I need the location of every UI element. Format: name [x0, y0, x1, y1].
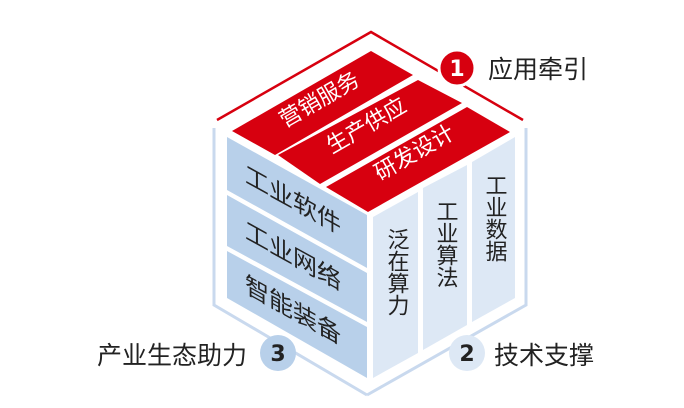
top-strip-3: [326, 107, 510, 212]
top-strip-2: [278, 80, 462, 184]
technology-item-1: 泛在算力: [384, 228, 410, 316]
right-column-2: [423, 165, 467, 350]
top-strip-1: [232, 51, 413, 155]
technology-badge: 2: [449, 335, 485, 371]
left-strip-1: [227, 137, 367, 268]
ecosystem-badge: 3: [260, 335, 296, 371]
ecosystem-number: 3: [270, 342, 285, 367]
cube-outline-left: [212, 128, 368, 397]
technology-number: 2: [459, 342, 474, 367]
cube-outline-right: [366, 128, 528, 397]
application-number: 1: [449, 57, 464, 82]
left-strip-2: [227, 195, 367, 322]
left-strip-3: [227, 251, 367, 378]
technology-item-2: 工业算法: [433, 200, 459, 288]
cube-outline-top: [216, 30, 524, 122]
technology-label: 技术支撑: [494, 341, 594, 370]
ecosystem-label: 产业生态助力: [97, 341, 247, 370]
right-column-3: [472, 137, 515, 322]
technology-item-3: 工业数据: [482, 174, 508, 262]
application-label: 应用牵引: [488, 55, 588, 84]
right-column-1: [373, 192, 418, 378]
application-badge: 1: [437, 48, 477, 88]
